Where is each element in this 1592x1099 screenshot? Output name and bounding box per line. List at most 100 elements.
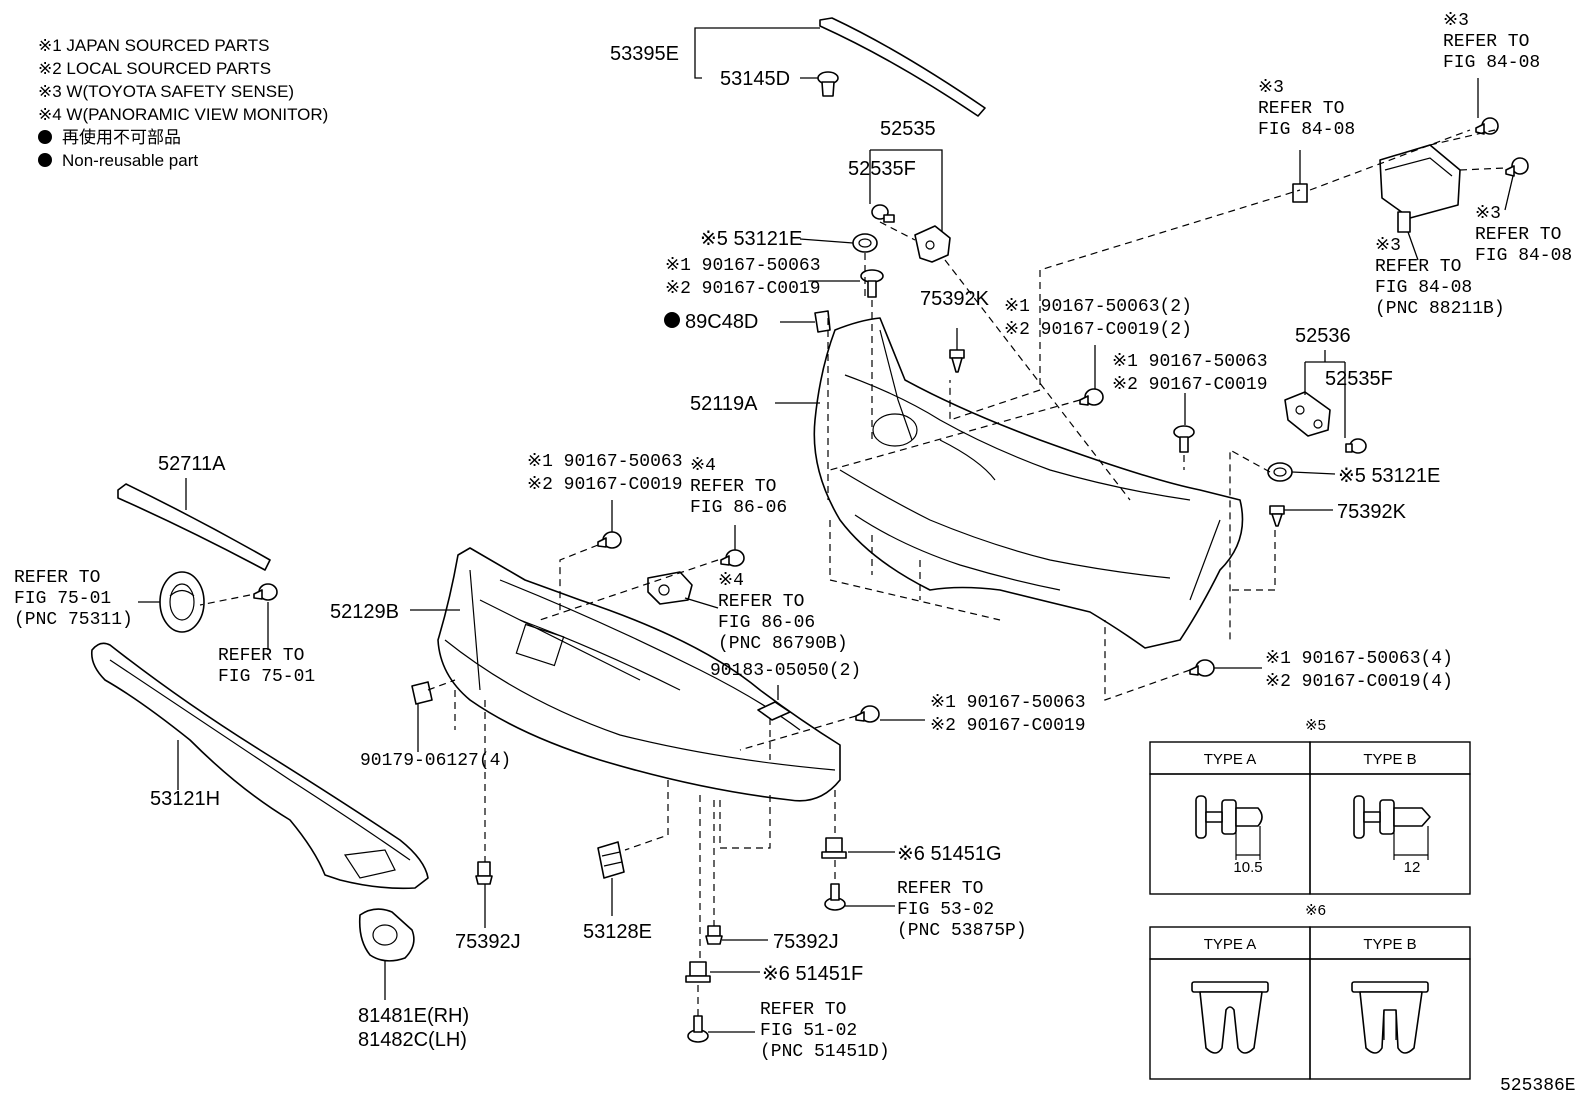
label-ref-86b-3[interactable]: FIG 86-06 xyxy=(718,613,815,633)
screw-90167-left[interactable] xyxy=(860,269,884,298)
label-53121E-left[interactable]: ※5 53121E xyxy=(700,228,802,250)
screw-90167-four[interactable] xyxy=(1189,659,1215,677)
label-ref-51-2[interactable]: FIG 51-02 xyxy=(760,1021,857,1041)
bolt-top-right[interactable] xyxy=(1475,117,1499,135)
label-81481E[interactable]: 81481E(RH) xyxy=(358,1005,469,1027)
clip-53145D[interactable] xyxy=(817,71,839,97)
garnish-52711A[interactable] xyxy=(117,483,271,571)
screw-camera[interactable] xyxy=(720,549,745,567)
bracket-53128E[interactable] xyxy=(597,841,625,879)
label-90179[interactable]: 90179-06127(4) xyxy=(360,751,511,771)
label-90167-b2[interactable]: ※2 90167-C0019(2) xyxy=(1004,320,1192,340)
label-ref-86a-2[interactable]: REFER TO xyxy=(690,477,776,497)
clip-53121E-right[interactable] xyxy=(1267,462,1293,482)
clip-75392K-upper[interactable] xyxy=(949,349,965,373)
bumper-cover-52119A[interactable] xyxy=(813,317,1244,649)
label-52119A[interactable]: 52119A xyxy=(690,393,758,415)
label-90167-f1[interactable]: ※1 90167-50063(4) xyxy=(1265,649,1453,669)
moulding-53395E[interactable] xyxy=(819,17,986,117)
label-ref-top-2[interactable]: REFER TO xyxy=(1443,32,1529,52)
label-ref-r-2[interactable]: REFER TO xyxy=(1475,225,1561,245)
clip-75392J-right[interactable] xyxy=(705,925,723,945)
label-75392K-upper[interactable]: 75392K xyxy=(920,288,990,310)
bracket-52535[interactable] xyxy=(914,225,951,263)
label-ref-mid-2[interactable]: REFER TO xyxy=(1258,99,1344,119)
label-53395E[interactable]: 53395E xyxy=(610,43,679,65)
label-90167-a2[interactable]: ※2 90167-C0019 xyxy=(665,279,821,299)
label-81482C[interactable]: 81482C(LH) xyxy=(358,1029,467,1051)
label-52535F-left[interactable]: 52535F xyxy=(848,158,916,180)
clip-75392J-left[interactable] xyxy=(475,861,493,885)
screw-90167-right[interactable] xyxy=(1173,425,1195,453)
label-ref-75b-2[interactable]: FIG 75-01 xyxy=(218,667,315,687)
screw-90167-grille[interactable] xyxy=(597,531,622,549)
clip-51451G[interactable] xyxy=(821,837,847,859)
label-ref-86a-3[interactable]: FIG 86-06 xyxy=(690,498,787,518)
label-ref-51-3[interactable]: (PNC 51451D) xyxy=(760,1042,890,1062)
label-53128E[interactable]: 53128E xyxy=(583,921,652,943)
bracket-52536[interactable] xyxy=(1284,391,1331,437)
label-75392K-right[interactable]: 75392K xyxy=(1337,501,1407,523)
clip-52535F-left[interactable] xyxy=(871,204,895,223)
label-90183[interactable]: 90183-05050(2) xyxy=(710,661,861,681)
label-90167-d1[interactable]: ※1 90167-50063 xyxy=(527,452,683,472)
screw-90167-pair[interactable] xyxy=(1079,388,1104,406)
label-ref-75-3[interactable]: (PNC 75311) xyxy=(14,610,133,630)
bracket-nut[interactable] xyxy=(1292,183,1308,203)
label-ref-75-2[interactable]: FIG 75-01 xyxy=(14,589,111,609)
label-ref-86b-4[interactable]: (PNC 86790B) xyxy=(718,634,848,654)
clip-75392K-right[interactable] xyxy=(1269,505,1285,527)
label-89C48D[interactable]: 89C48D xyxy=(685,311,758,333)
clip-53121E-left[interactable] xyxy=(852,233,878,253)
label-ref-53-2[interactable]: FIG 53-02 xyxy=(897,900,994,920)
label-ref-r-3[interactable]: FIG 84-08 xyxy=(1475,246,1572,266)
label-ref-75-1[interactable]: REFER TO xyxy=(14,568,100,588)
label-ref-86b-2[interactable]: REFER TO xyxy=(718,592,804,612)
garnish-53121H[interactable] xyxy=(90,642,429,890)
label-53121H[interactable]: 53121H xyxy=(150,788,220,810)
label-ref-pnc-3[interactable]: FIG 84-08 xyxy=(1375,278,1472,298)
clip-type-a-6-drawing xyxy=(1191,981,1269,1054)
radar-sensor-88211B[interactable] xyxy=(1379,144,1461,233)
label-ref-mid-1: ※3 xyxy=(1258,78,1284,98)
screw-90167-grille-right[interactable] xyxy=(855,705,880,723)
clip-90179[interactable] xyxy=(411,681,433,705)
bolt-right[interactable] xyxy=(1505,157,1529,177)
label-90167-b1[interactable]: ※1 90167-50063(2) xyxy=(1004,297,1192,317)
label-52711A[interactable]: 52711A xyxy=(158,453,226,475)
label-ref-53-3[interactable]: (PNC 53875P) xyxy=(897,921,1027,941)
label-90167-f2[interactable]: ※2 90167-C0019(4) xyxy=(1265,672,1453,692)
screw-51451D[interactable] xyxy=(687,1015,709,1043)
screw-53875P[interactable] xyxy=(824,883,846,911)
label-90167-d2[interactable]: ※2 90167-C0019 xyxy=(527,475,683,495)
label-ref-51-1[interactable]: REFER TO xyxy=(760,1000,846,1020)
label-ref-pnc-4[interactable]: (PNC 88211B) xyxy=(1375,299,1505,319)
label-51451G[interactable]: ※6 51451G xyxy=(897,843,1002,865)
clip-52535F-right[interactable] xyxy=(1345,438,1367,454)
label-90167-e1[interactable]: ※1 90167-50063 xyxy=(930,693,1086,713)
label-ref-53-1[interactable]: REFER TO xyxy=(897,879,983,899)
label-ref-mid-3[interactable]: FIG 84-08 xyxy=(1258,120,1355,140)
screw-emblem[interactable] xyxy=(253,583,278,601)
emblem-75311[interactable] xyxy=(159,571,205,633)
label-90167-a1[interactable]: ※1 90167-50063 xyxy=(665,256,821,276)
nut-90183[interactable] xyxy=(757,701,791,721)
label-90167-e2[interactable]: ※2 90167-C0019 xyxy=(930,716,1086,736)
clip-89C48D[interactable] xyxy=(814,310,831,333)
label-75392J-left[interactable]: 75392J xyxy=(455,931,521,953)
clip-51451F[interactable] xyxy=(685,961,711,983)
label-ref-top-3[interactable]: FIG 84-08 xyxy=(1443,53,1540,73)
label-53145D[interactable]: 53145D xyxy=(720,68,790,90)
label-52129B[interactable]: 52129B xyxy=(330,601,399,623)
label-52535[interactable]: 52535 xyxy=(880,118,936,140)
label-53121E-right[interactable]: ※5 53121E xyxy=(1338,465,1440,487)
label-ref-pnc-2[interactable]: REFER TO xyxy=(1375,257,1461,277)
label-90167-c2[interactable]: ※2 90167-C0019 xyxy=(1112,375,1268,395)
label-52535F-right[interactable]: 52535F xyxy=(1325,368,1393,390)
label-90167-c1[interactable]: ※1 90167-50063 xyxy=(1112,352,1268,372)
fog-bezel-81481E[interactable] xyxy=(358,908,415,962)
label-51451F[interactable]: ※6 51451F xyxy=(762,963,863,985)
label-52536[interactable]: 52536 xyxy=(1295,325,1351,347)
label-ref-75b-1[interactable]: REFER TO xyxy=(218,646,304,666)
label-75392J-right[interactable]: 75392J xyxy=(773,931,839,953)
